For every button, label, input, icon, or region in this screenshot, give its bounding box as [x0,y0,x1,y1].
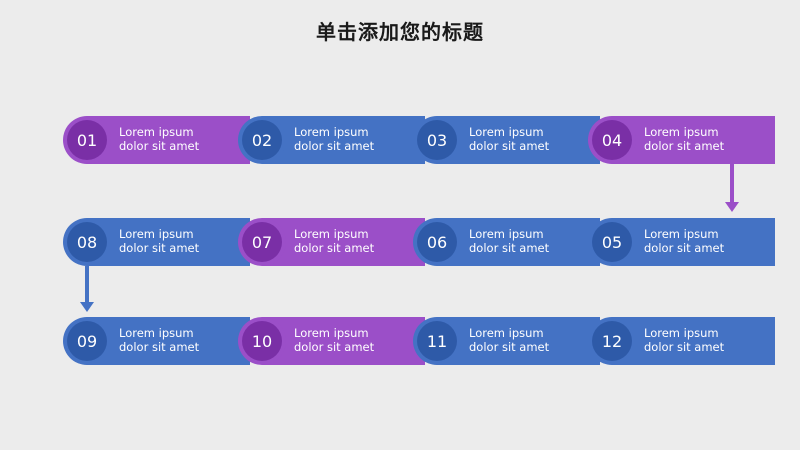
step-number: 04 [592,120,632,160]
step-number: 12 [592,321,632,361]
step-bar [437,116,600,164]
step-bar [612,116,775,164]
step-number: 08 [67,222,107,262]
step-bar [87,218,250,266]
step-bar [262,116,425,164]
step-bar [437,218,600,266]
step-number: 10 [242,321,282,361]
step-bar [262,218,425,266]
step-bar [87,116,250,164]
step-number: 11 [417,321,457,361]
step-number: 09 [67,321,107,361]
step-number: 01 [67,120,107,160]
step-number: 06 [417,222,457,262]
step-bar [612,317,775,365]
step-bar [437,317,600,365]
step-bar [612,218,775,266]
step-bar [262,317,425,365]
step-bar [87,317,250,365]
step-number: 03 [417,120,457,160]
step-number: 05 [592,222,632,262]
step-number: 07 [242,222,282,262]
slide-title[interactable]: 单击添加您的标题 [316,20,484,44]
step-number: 02 [242,120,282,160]
